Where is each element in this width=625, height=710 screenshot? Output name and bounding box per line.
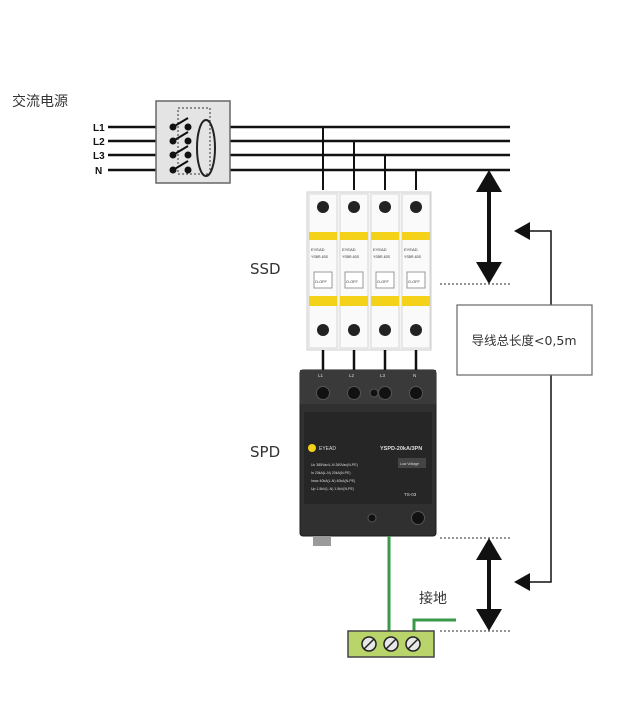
svg-text:EYEAD: EYEAD (319, 446, 336, 452)
ground-terminal-block (347, 630, 435, 658)
svg-text:YSBR-63S: YSBR-63S (342, 255, 360, 259)
svg-text:L1: L1 (318, 373, 324, 378)
svg-text:O-OFF: O-OFF (377, 280, 389, 284)
ssd-breaker: EYEAD YSBR-63S O-OFF EYEAD YSBR-63S O-OF… (306, 191, 432, 351)
svg-text:YSBR-63S: YSBR-63S (404, 255, 422, 259)
ground-label: 接地 (419, 590, 447, 607)
svg-text:In 20kA(L-N) 20kA(N-PE): In 20kA(L-N) 20kA(N-PE) (311, 471, 350, 475)
length-bracket (514, 222, 552, 591)
svg-text:O-OFF: O-OFF (346, 280, 358, 284)
ssd-module-3: EYEAD YSBR-63S O-OFF (370, 193, 400, 349)
svg-text:O-OFF: O-OFF (315, 280, 327, 284)
svg-text:EYEAD: EYEAD (311, 247, 325, 252)
ssd-module-2: EYEAD YSBR-63S O-OFF (339, 193, 369, 349)
ssd-label: SSD (250, 260, 281, 278)
main-switch (155, 100, 231, 184)
length-note: 导线总长度<0,5m (456, 304, 593, 376)
svg-text:O-OFF: O-OFF (408, 280, 420, 284)
line-label-l3: L3 (93, 151, 105, 162)
svg-text:L3: L3 (380, 373, 386, 378)
svg-text:Low Voltage: Low Voltage (400, 462, 419, 466)
spd-label: SPD (250, 443, 280, 461)
line-label-l2: L2 (93, 137, 105, 148)
svg-text:Imax 40kA(L-N) 40kA(N-PE): Imax 40kA(L-N) 40kA(N-PE) (311, 479, 355, 483)
measure-arrow-upper (476, 170, 502, 284)
svg-text:EYEAD: EYEAD (342, 247, 356, 252)
svg-text:YSBR-63S: YSBR-63S (373, 255, 391, 259)
ssd-module-1: EYEAD YSBR-63S O-OFF (308, 193, 338, 349)
ac-source-label: 交流电源 (12, 93, 68, 110)
svg-text:YSBR-63S: YSBR-63S (311, 255, 329, 259)
svg-text:YSPD-20kA/3PN: YSPD-20kA/3PN (380, 446, 422, 452)
svg-text:EYEAD: EYEAD (373, 247, 387, 252)
line-label-l1: L1 (93, 123, 105, 134)
svg-text:L2: L2 (349, 373, 355, 378)
line-label-n: N (95, 166, 102, 177)
ground-wire (387, 536, 456, 633)
svg-text:TS-03: TS-03 (404, 492, 417, 497)
spd-module: L1 L2 L3 N EYEAD YSPD-20kA/3PN Uc 385Vac… (299, 369, 437, 546)
svg-text:Uc 385Vac/L-N 260Vac(N-PE): Uc 385Vac/L-N 260Vac(N-PE) (311, 463, 358, 467)
svg-text:EYEAD: EYEAD (404, 247, 418, 252)
ssd-spd-wires (321, 350, 418, 372)
svg-text:Up 1.5kV(L-N) 1.5kV(N-PE): Up 1.5kV(L-N) 1.5kV(N-PE) (311, 487, 354, 491)
drop-wires (322, 127, 417, 190)
length-note-text: 导线总长度<0,5m (471, 333, 576, 348)
line-labels: L1 L2 L3 N (93, 123, 105, 177)
svg-text:N: N (413, 373, 416, 378)
reference-dotted-lines (440, 283, 512, 632)
measure-arrow-lower (476, 538, 502, 631)
ssd-module-4: EYEAD YSBR-63S O-OFF (401, 193, 431, 349)
